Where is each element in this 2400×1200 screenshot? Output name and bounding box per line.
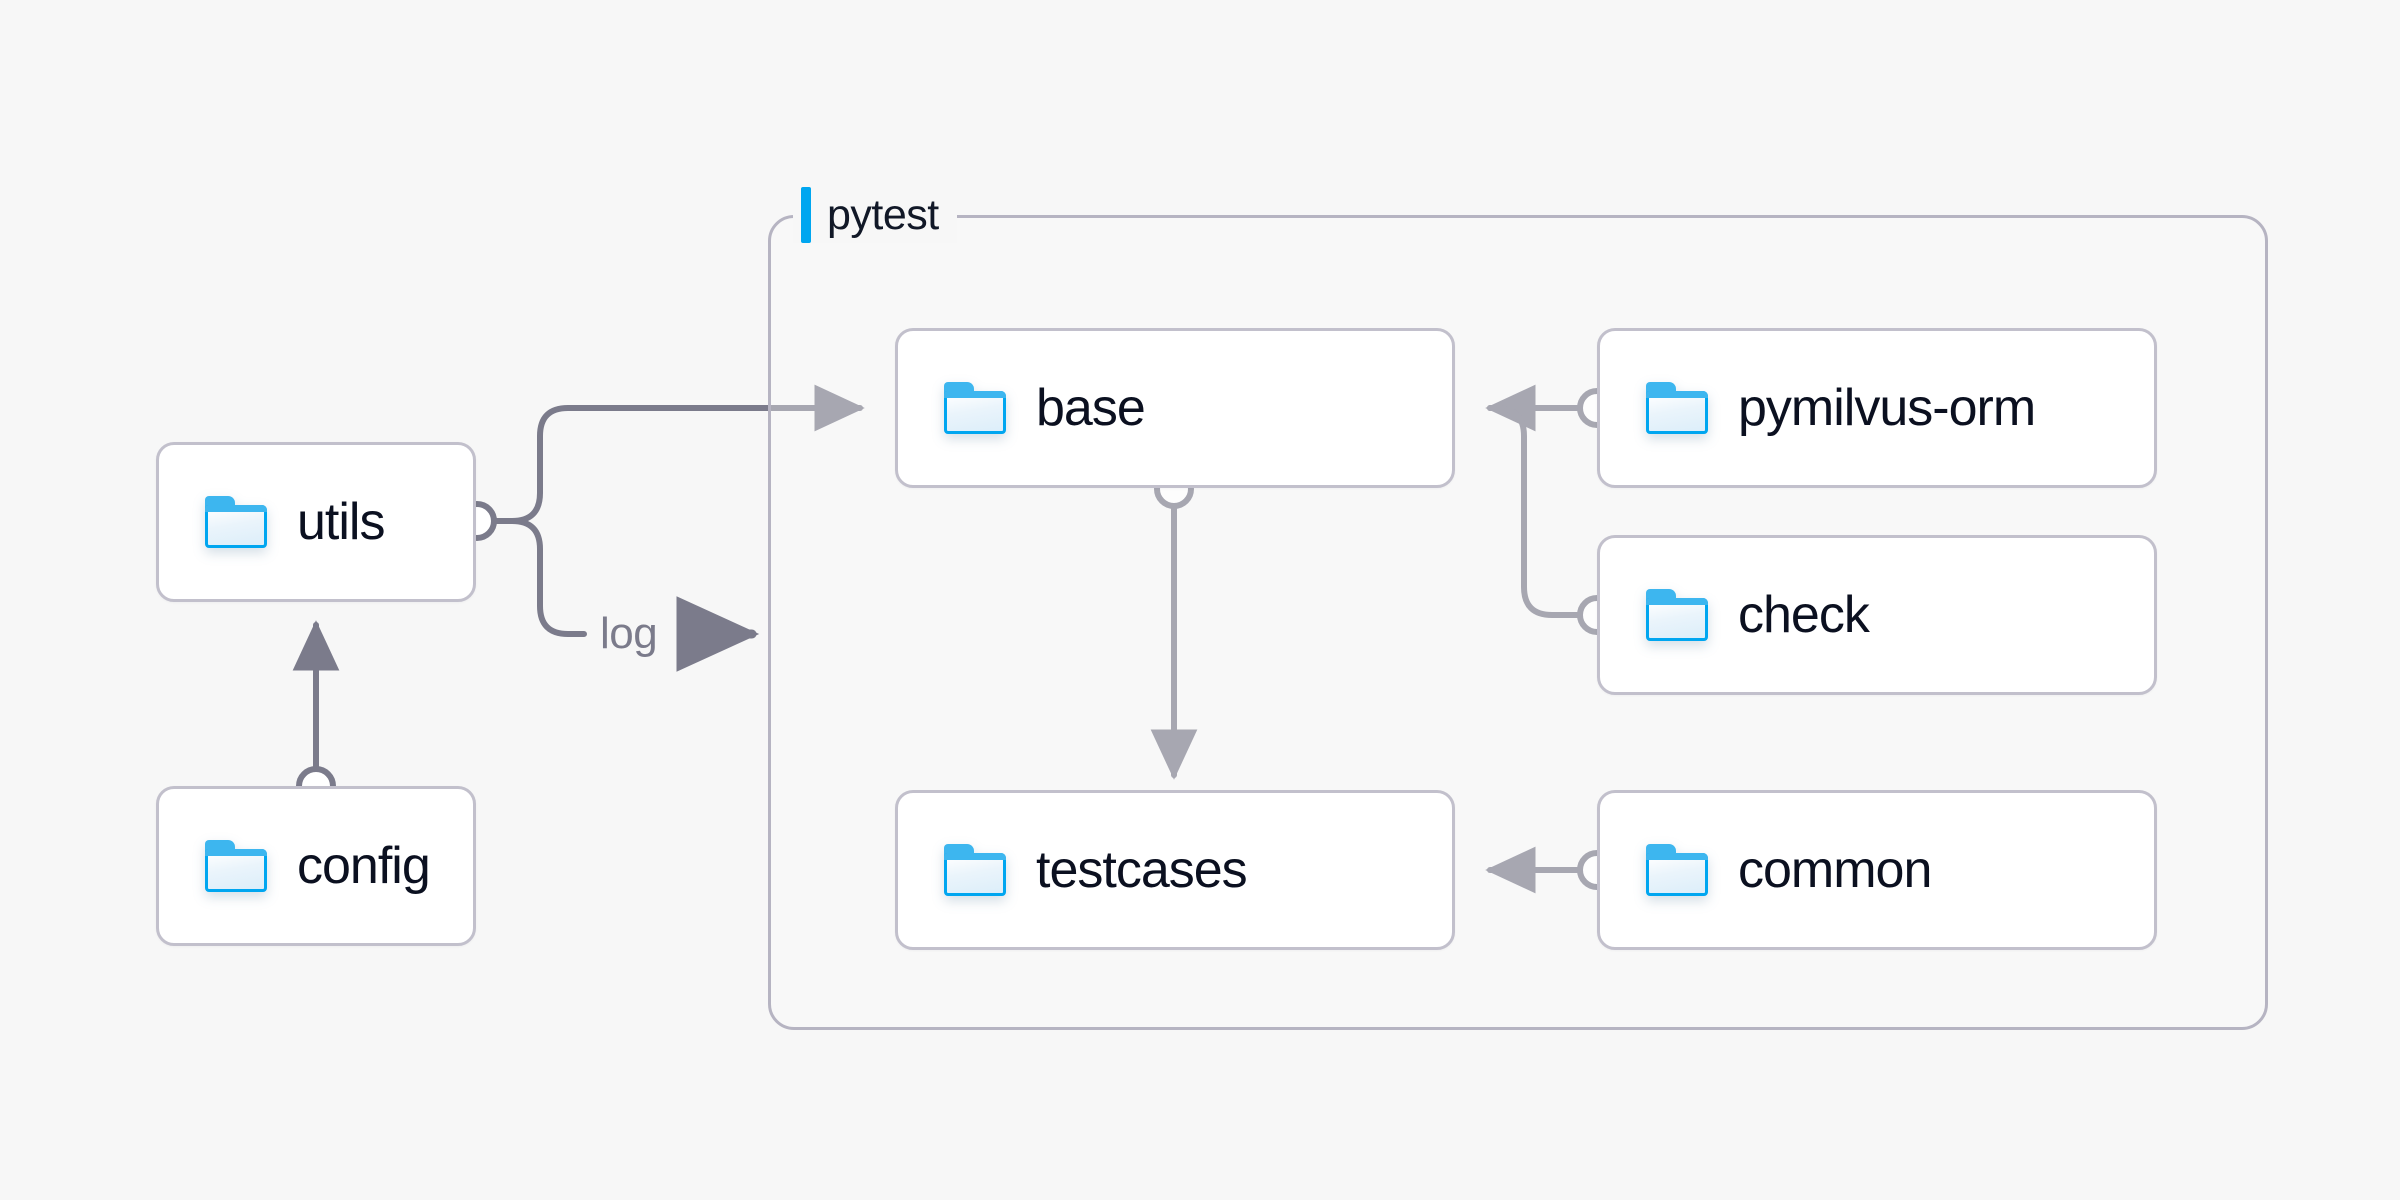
edge-label-log: log xyxy=(600,609,658,658)
node-common[interactable]: common xyxy=(1597,790,2157,950)
node-label: pymilvus-orm xyxy=(1738,379,2036,437)
folder-icon xyxy=(1646,844,1708,896)
node-base[interactable]: base xyxy=(895,328,1455,488)
folder-icon xyxy=(1646,589,1708,641)
folder-icon xyxy=(944,382,1006,434)
folder-icon xyxy=(205,496,267,548)
node-label: check xyxy=(1738,586,1870,644)
group-label-text: pytest xyxy=(827,190,939,239)
node-label: testcases xyxy=(1036,841,1248,899)
node-label: config xyxy=(297,837,431,895)
node-label: common xyxy=(1738,841,1932,899)
folder-icon xyxy=(205,840,267,892)
node-testcases[interactable]: testcases xyxy=(895,790,1455,950)
folder-icon xyxy=(1646,382,1708,434)
node-config[interactable]: config xyxy=(156,786,476,946)
node-label: base xyxy=(1036,379,1146,437)
node-pymilvus-orm[interactable]: pymilvus-orm xyxy=(1597,328,2157,488)
node-utils[interactable]: utils xyxy=(156,442,476,602)
group-accent-bar xyxy=(801,187,811,243)
edge-utils-log xyxy=(489,518,587,637)
node-check[interactable]: check xyxy=(1597,535,2157,695)
group-pytest-label: pytest xyxy=(793,187,957,243)
folder-icon xyxy=(944,844,1006,896)
node-label: utils xyxy=(297,493,385,551)
